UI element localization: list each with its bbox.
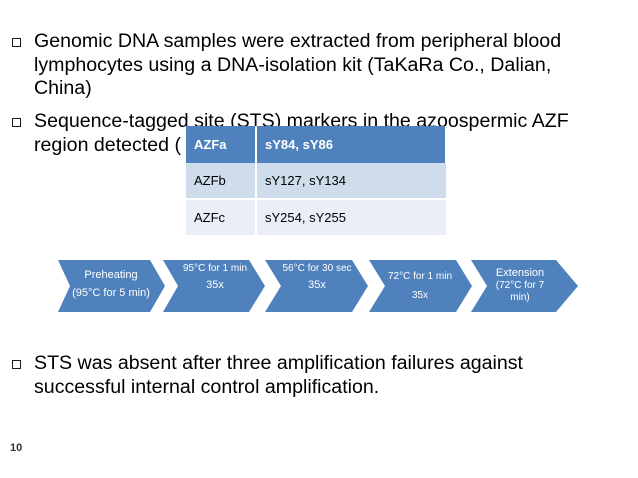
table-header-row: AZFa sY84, sY86 — [186, 126, 446, 163]
process-step-detail: 35x — [411, 290, 429, 301]
process-step-detail: (95°C for 5 min) — [72, 287, 150, 299]
square-bullet-icon — [12, 38, 21, 47]
bullet-item-1: Genomic DNA samples were extracted from … — [12, 30, 612, 101]
table-cell: sY127, sY134 — [255, 163, 446, 200]
process-step-4: 72°C for 1 min 35x — [384, 270, 456, 302]
table-cell: AZFb — [186, 163, 256, 200]
process-step-5: Extension (72°C for 7 min) — [488, 267, 552, 304]
table-row: AZFb sY127, sY134 — [186, 163, 446, 200]
process-step-label: 56°C for 30 sec — [282, 263, 352, 274]
process-step-detail: 35x — [308, 279, 326, 291]
page-number: 10 — [10, 442, 23, 454]
bullet-text: STS was absent after three amplification… — [34, 352, 524, 398]
table-cell: AZFc — [186, 199, 256, 235]
bullet-item-3: STS was absent after three amplification… — [12, 352, 612, 399]
chevron-step-4 — [369, 260, 472, 312]
process-step-label: Extension — [495, 267, 545, 279]
chevron-step-1 — [58, 260, 165, 312]
bullet-text-line-2: region detected ( — [34, 133, 182, 156]
table-header-cell: AZFa — [186, 126, 257, 163]
process-step-label: 95°C for 1 min — [182, 263, 248, 274]
azf-marker-table: AZFa sY84, sY86 AZFb sY127, sY134 AZFc s… — [186, 126, 446, 235]
process-step-1: Preheating (95°C for 5 min) — [70, 269, 152, 300]
process-step-detail: (72°C for 7 min) — [495, 280, 545, 303]
table-cell: sY254, sY255 — [255, 199, 446, 235]
chevron-step-5 — [471, 260, 578, 312]
bullet-text: Genomic DNA samples were extracted from … — [34, 30, 562, 99]
process-step-2: 95°C for 1 min 35x — [180, 263, 250, 292]
table-header-cell: sY84, sY86 — [255, 126, 446, 163]
process-step-label: 72°C for 1 min — [387, 271, 453, 282]
square-bullet-icon — [12, 360, 21, 369]
process-step-label: Preheating — [84, 269, 138, 281]
chevron-step-3 — [265, 260, 368, 312]
square-bullet-icon — [12, 118, 21, 127]
chevron-step-2 — [163, 260, 265, 312]
process-step-3: 56°C for 30 sec 35x — [282, 263, 352, 292]
table-row: AZFc sY254, sY255 — [186, 199, 446, 235]
process-step-detail: 35x — [206, 279, 224, 291]
